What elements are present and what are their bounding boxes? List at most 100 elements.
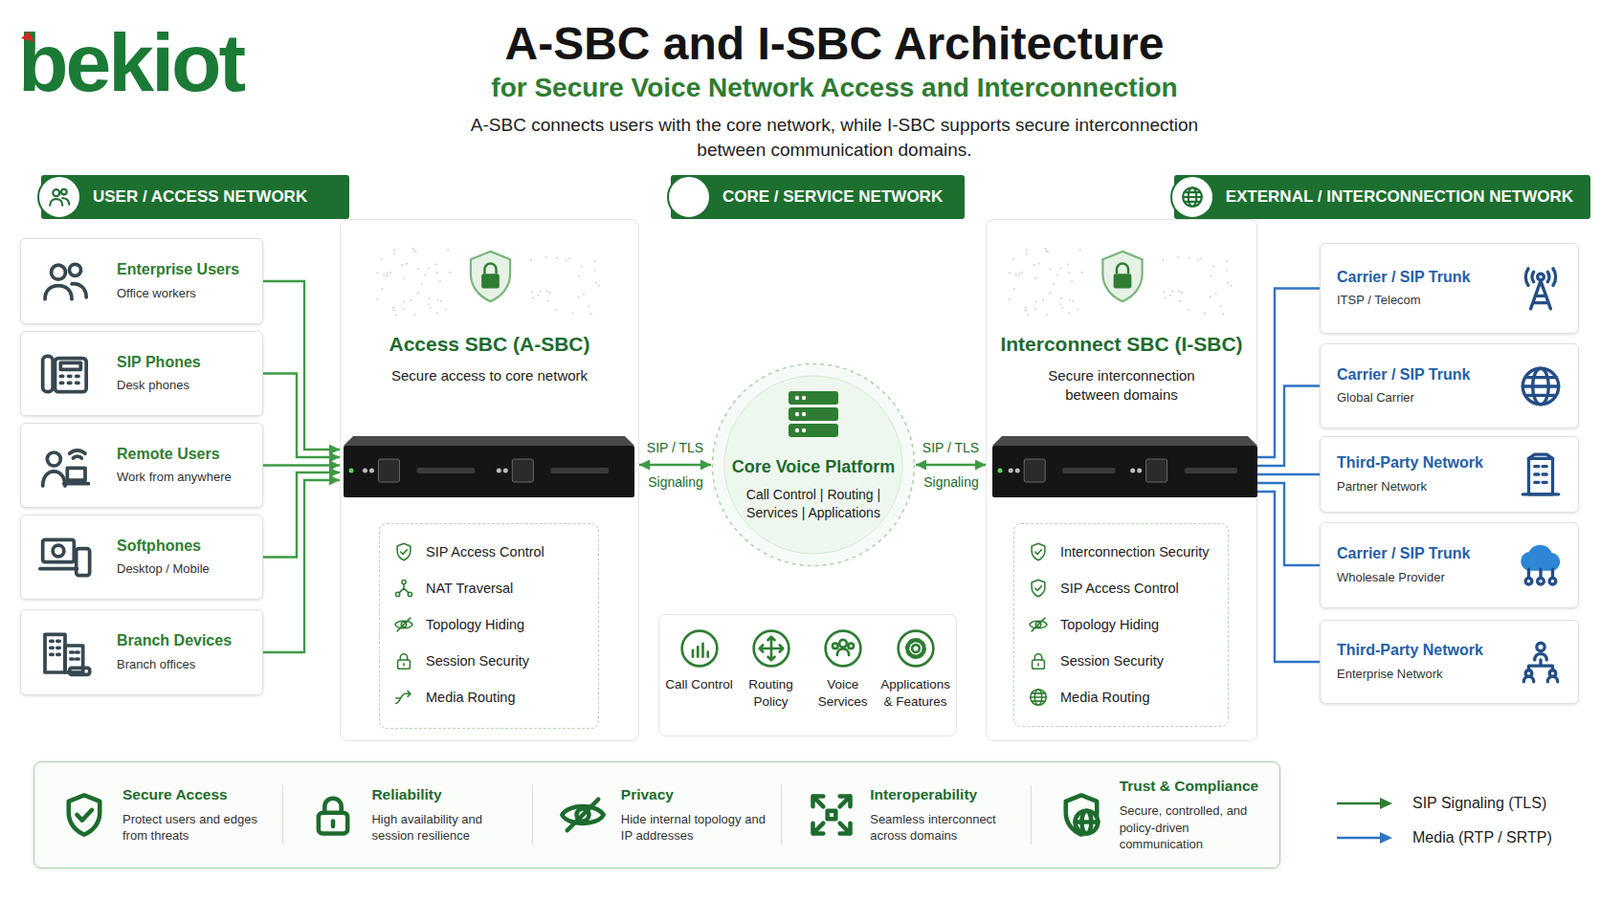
texture-dot <box>590 312 593 315</box>
signaling-connector <box>263 281 340 450</box>
texture-dot <box>1059 267 1062 270</box>
texture-dot <box>392 307 395 310</box>
icon-part <box>43 355 54 392</box>
legend-row: SIP Signaling (TLS) <box>1335 786 1553 822</box>
texture-dot <box>577 296 579 299</box>
icon-part <box>1522 368 1559 405</box>
texture-dot <box>1034 277 1037 280</box>
edge-label: SIP / TLS <box>920 440 981 456</box>
texture-dot <box>393 248 396 251</box>
icon-part <box>396 693 411 704</box>
icon-part <box>1074 811 1098 835</box>
texture-dot <box>1169 294 1172 297</box>
texture-dot <box>1225 260 1228 263</box>
icon-part <box>911 644 920 653</box>
texture-dot <box>1229 285 1232 288</box>
icon <box>679 628 720 669</box>
core-feature-text: Voice Services <box>806 676 879 712</box>
icon-part <box>897 631 934 667</box>
texture-dot <box>415 251 418 254</box>
texture-dot <box>582 292 585 295</box>
benefit-band: Secure AccessProtect users and edges fro… <box>33 761 1281 869</box>
device-port <box>1008 468 1014 474</box>
icon <box>1027 687 1049 709</box>
box-detail: Partner Network <box>1336 479 1508 496</box>
endpoint-box: SIP PhonesDesk phones <box>20 331 264 417</box>
header-text: CORE / SERVICE NETWORK <box>722 187 943 207</box>
texture-dot <box>1056 274 1059 277</box>
icon-part <box>55 357 88 392</box>
icon-part <box>400 654 407 661</box>
texture-dot <box>448 271 451 274</box>
legend-text: Media (RTP / SRTP) <box>1412 829 1553 847</box>
texture-dot <box>1014 273 1017 276</box>
icon <box>822 628 864 669</box>
icon <box>1516 265 1565 313</box>
icon-part <box>1529 569 1554 578</box>
icon-part <box>44 286 72 300</box>
icon-part <box>1031 543 1045 560</box>
texture-dot <box>1219 305 1222 308</box>
icon-part <box>76 548 90 576</box>
texture-dot <box>1048 291 1051 294</box>
server-unit <box>788 391 839 405</box>
legend: SIP Signaling (TLS) Media (RTP / SRTP) <box>1335 786 1553 856</box>
panel-subtitle: Secure access to core network <box>355 366 624 386</box>
icon-part <box>753 631 789 667</box>
carrier-box: Third-Party NetworkPartner Network <box>1319 436 1579 513</box>
icon <box>1027 541 1049 563</box>
texture-dot <box>1066 264 1069 267</box>
texture-dot <box>436 271 439 274</box>
texture-dot <box>436 299 439 302</box>
texture-dot <box>444 309 447 312</box>
device-port <box>1015 468 1021 474</box>
texture-dot <box>1052 283 1055 286</box>
texture-dot <box>1180 291 1183 294</box>
icon-part <box>43 470 66 486</box>
texture-dot <box>392 307 395 310</box>
feature-text: Topology Hiding <box>1060 616 1159 634</box>
icon-part <box>50 641 79 660</box>
device-socket <box>1146 459 1168 483</box>
texture-dot <box>580 266 583 268</box>
texture-dot <box>417 267 420 270</box>
texture-dot <box>427 297 430 300</box>
icon-part <box>692 644 709 658</box>
texture-dot <box>1225 269 1228 272</box>
server-led <box>795 396 800 400</box>
icon-part <box>43 539 75 562</box>
benefit-heading: Trust & Compliance <box>1119 777 1268 798</box>
texture-dot <box>401 308 404 311</box>
legend-line <box>1336 802 1382 806</box>
icon <box>1027 650 1049 672</box>
lock-body <box>481 273 500 289</box>
icon <box>557 790 608 841</box>
box-detail: Desk phones <box>116 377 251 395</box>
texture-dot <box>1024 307 1027 310</box>
box-detail: Work from anywhere <box>116 469 251 487</box>
media-connector <box>1257 483 1320 566</box>
icon-part <box>64 481 89 486</box>
texture-dot <box>572 312 575 315</box>
texture-dot <box>1162 290 1165 293</box>
texture-dot <box>1212 266 1215 268</box>
texture-dot <box>1045 313 1048 316</box>
icon-part <box>68 795 101 835</box>
texture-dot <box>403 301 406 304</box>
icon-part <box>1037 664 1040 667</box>
texture-dot <box>440 300 443 303</box>
core-feature-text: Applications & Features <box>878 676 953 712</box>
endpoint-box: Branch DevicesBranch offices <box>20 609 264 696</box>
icon-part <box>60 362 81 370</box>
benefit-heading: Privacy <box>621 785 770 806</box>
device-top <box>992 436 1258 446</box>
icon <box>676 184 702 210</box>
shield-emblem <box>470 251 511 302</box>
texture-dot <box>1200 257 1202 260</box>
diagram-subtitle: for Secure Voice Network Access and Inte… <box>375 72 1294 104</box>
icon-part <box>66 467 86 481</box>
benefit-item: PrivacyHide internal topology and IP add… <box>533 785 782 845</box>
texture-dot <box>1059 303 1062 306</box>
texture-dot <box>1210 275 1213 278</box>
core-feature: Routing Policy <box>734 628 807 723</box>
